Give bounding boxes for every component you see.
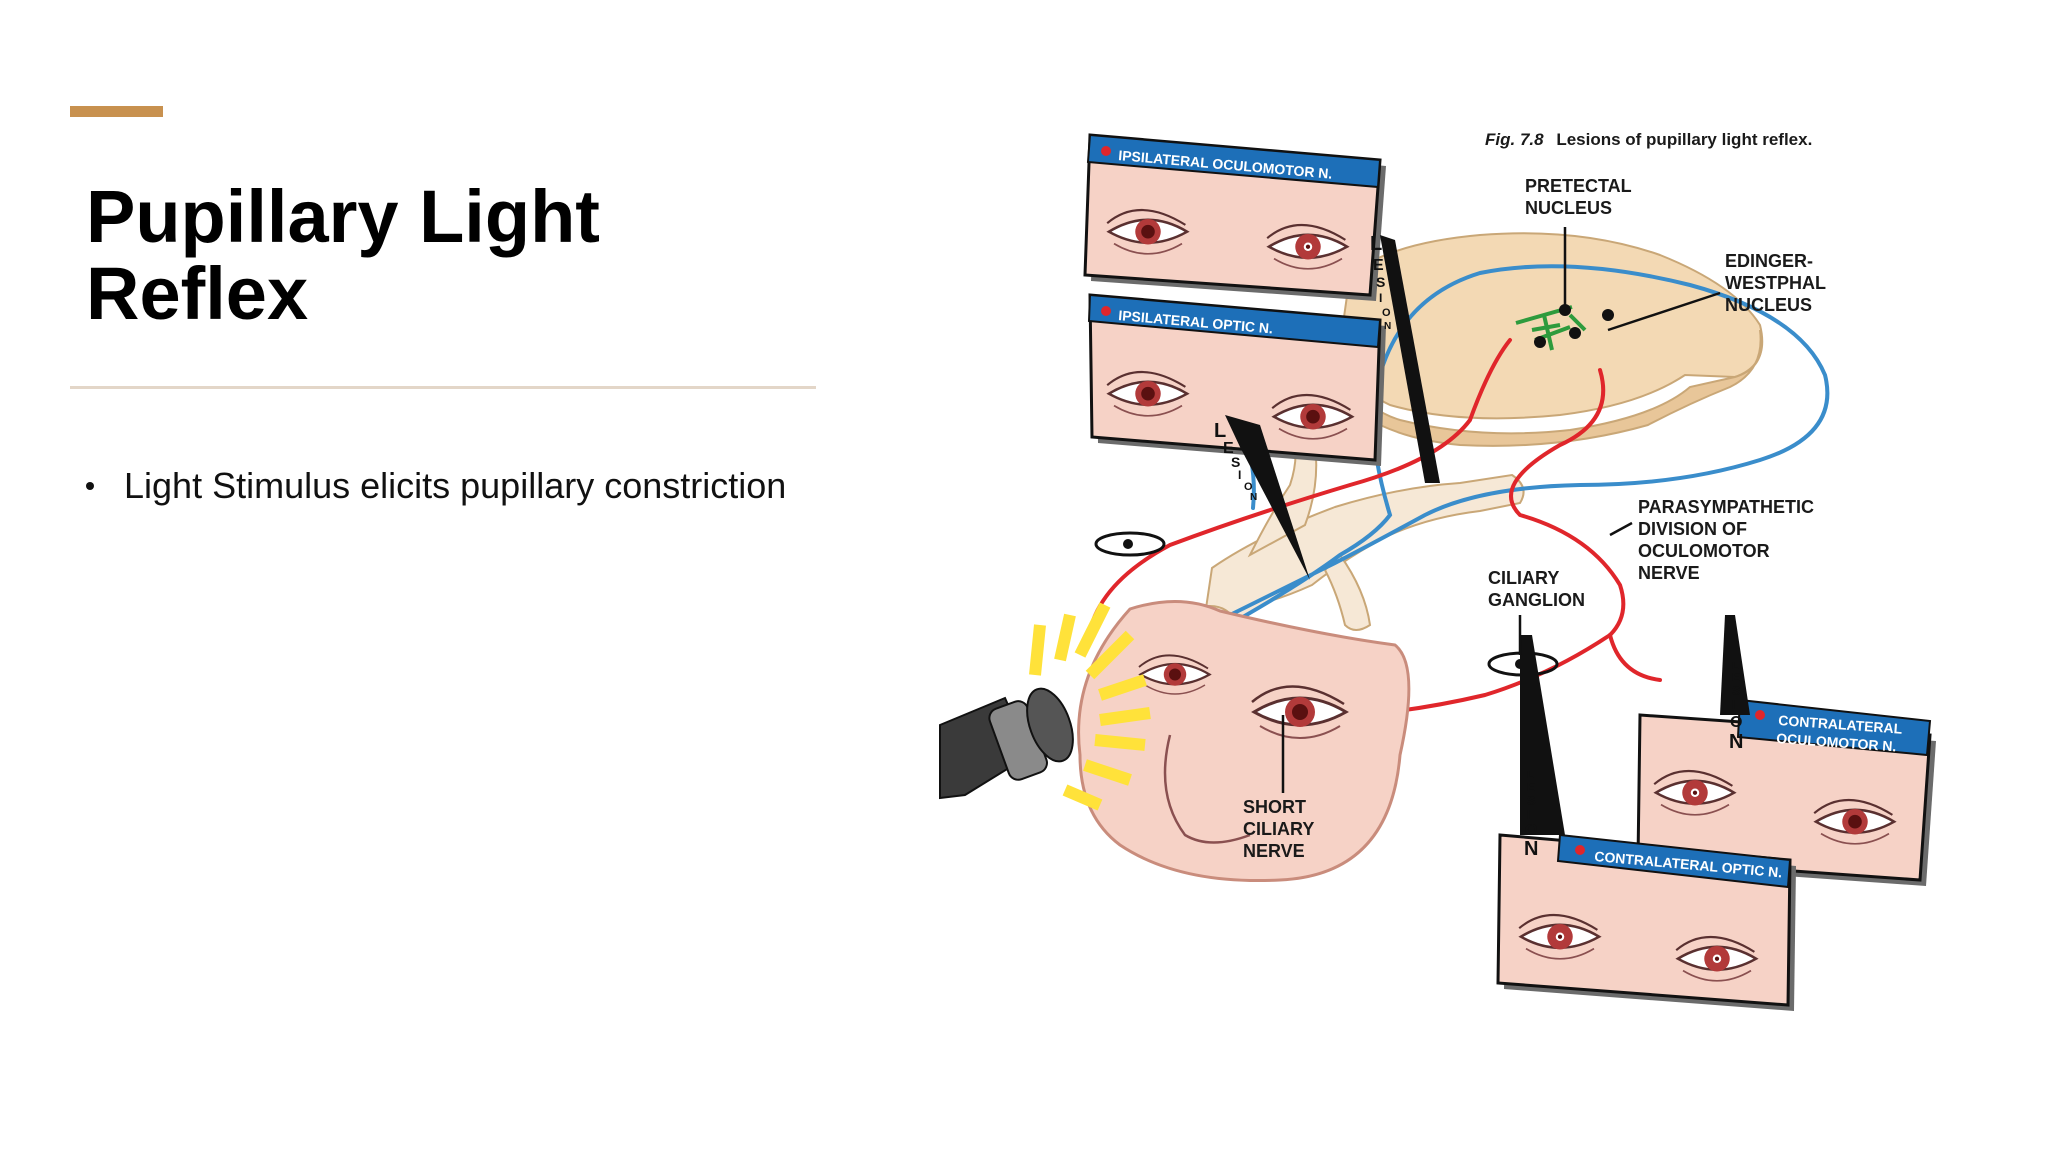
lesion-letter: I (1238, 468, 1241, 482)
label-pretectal-nucleus: PRETECTAL NUCLEUS (1525, 176, 1632, 305)
lesion-letter: O (1730, 714, 1742, 731)
label-short-ciliary-1: SHORT (1243, 797, 1306, 817)
box-ipsi-oculomotor: IPSILATERAL OCULOMOTOR N. (1083, 133, 1440, 483)
pretectal-dot-left (1534, 336, 1546, 348)
lesion-marker-icon (1575, 845, 1585, 855)
label-short-ciliary-3: NERVE (1243, 841, 1305, 861)
lesion-letter: L (1214, 420, 1226, 442)
label-pretectal-1: PRETECTAL (1525, 176, 1632, 196)
label-short-ciliary-nerve: SHORT CILIARY NERVE (1243, 715, 1314, 861)
ganglion-dot-ipsi (1123, 539, 1133, 549)
lesion-letter: N (1729, 731, 1743, 753)
figure-caption: Fig. 7.8 Lesions of pupillary light refl… (1485, 130, 1812, 149)
caption-text: Lesions of pupillary light reflex. (1556, 130, 1812, 149)
caption-number: Fig. 7.8 (1485, 130, 1544, 149)
lesion-letter: L (1732, 660, 1739, 672)
title-divider (70, 386, 816, 389)
lesion-marker-icon (1755, 710, 1765, 720)
label-ciliary-ganglion-1: CILIARY (1488, 568, 1559, 588)
lesion-letter: O (1525, 822, 1537, 839)
edinger-dot-left (1602, 309, 1614, 321)
bullet-list: Light Stimulus elicits pupillary constri… (86, 458, 786, 514)
label-edinger-2: WESTPHAL (1725, 273, 1826, 293)
lesion-marker-icon (1101, 146, 1111, 156)
label-edinger-3: NUCLEUS (1725, 295, 1812, 315)
label-parasympathetic: PARASYMPATHETIC DIVISION OF OCULOMOTOR N… (1609, 497, 1814, 583)
box-contra-optic: CONTRALATERAL OPTIC N. (1496, 635, 1796, 1011)
label-para-2: DIVISION OF (1638, 519, 1747, 539)
lesion-letter: S (1527, 793, 1536, 808)
lesion-label-ipsi-optic: L E S I O N (1214, 420, 1257, 503)
edinger-dot-right (1569, 327, 1581, 339)
lesion-letter: O (1244, 481, 1253, 493)
slide-title: Pupillary Light Reflex (86, 178, 806, 332)
lesion-label-contra-oculomotor: L E S I O N (1729, 660, 1743, 753)
bullet-text: Light Stimulus elicits pupillary constri… (124, 465, 787, 506)
lesion-letter: N (1524, 838, 1538, 860)
accent-bar (70, 106, 163, 117)
lesion-letter: O (1382, 307, 1391, 319)
label-para-1: PARASYMPATHETIC (1638, 497, 1814, 517)
lesion-letter: S (1732, 683, 1741, 698)
ganglion-ring-ipsi (1094, 531, 1166, 557)
label-para-3: OCULOMOTOR (1638, 541, 1770, 561)
label-pretectal-2: NUCLEUS (1525, 198, 1612, 218)
label-edinger-1: EDINGER- (1725, 251, 1813, 271)
label-ciliary-ganglion-2: GANGLION (1488, 590, 1585, 610)
figure-canvas: Fig. 7.8 Lesions of pupillary light refl… (939, 130, 1936, 1011)
pretectal-dot (1559, 304, 1571, 316)
lesion-letter: I (1379, 291, 1382, 305)
lesion-letter: N (1384, 321, 1391, 332)
lesion-letter: E (1373, 257, 1384, 274)
bullet-item: Light Stimulus elicits pupillary constri… (86, 458, 786, 514)
lesion-letter: S (1376, 274, 1385, 290)
label-edinger-westphal: EDINGER- WESTPHAL NUCLEUS (1607, 251, 1826, 332)
lesion-letter: S (1231, 454, 1240, 470)
bullet-dot-icon (86, 482, 94, 490)
title-line-2: Reflex (86, 252, 309, 335)
lesion-letter: E (1223, 440, 1234, 457)
lesion-letter: E (1527, 780, 1535, 794)
flashlight-icon (939, 687, 1074, 800)
label-short-ciliary-2: CILIARY (1243, 819, 1314, 839)
box-contra-oculomotor: CONTRALATERAL OCULOMOTOR N. (1636, 615, 1936, 886)
pupillary-reflex-figure: Fig. 7.8 Lesions of pupillary light refl… (920, 115, 2010, 1050)
title-line-1: Pupillary Light (86, 175, 600, 258)
lesion-letter: I (1527, 806, 1531, 822)
label-ciliary-ganglion: CILIARY GANGLION (1488, 568, 1585, 655)
light-rays (1029, 602, 1151, 811)
lesion-letter: N (1250, 492, 1257, 503)
label-para-4: NERVE (1638, 563, 1700, 583)
lesion-letter: L (1370, 233, 1382, 255)
pretectal-connections (1515, 305, 1587, 351)
lesion-label-ipsi-oculomotor: L E S I O N (1370, 233, 1391, 332)
lesion-letter: I (1732, 696, 1736, 712)
face-main (1077, 600, 1411, 883)
lesion-label-contra-optic: L E S I O N (1524, 769, 1538, 860)
lesion-marker-icon (1101, 306, 1111, 316)
lesion-letter: L (1527, 769, 1534, 781)
lesion-letter: E (1732, 670, 1740, 684)
box-ipsi-optic: IPSILATERAL OPTIC N. (1087, 293, 1386, 580)
